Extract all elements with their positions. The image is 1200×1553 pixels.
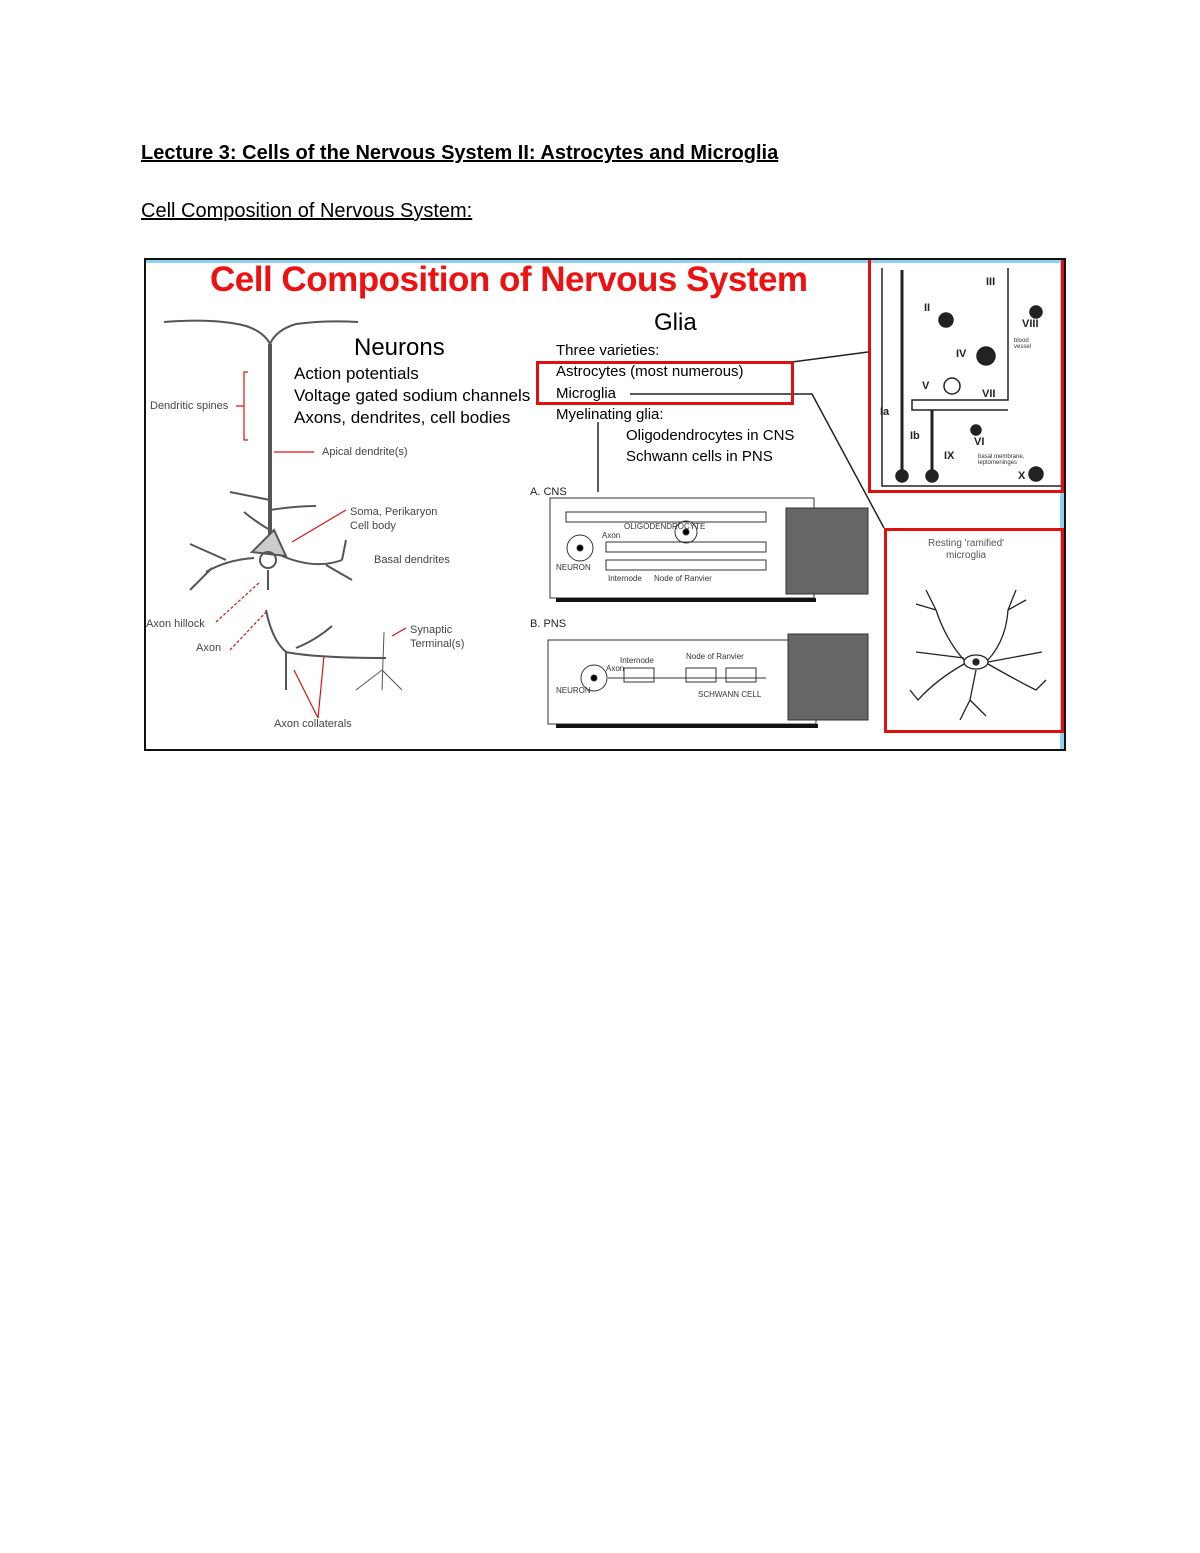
- slide-image: Cell Composition of Nervous System Neuro…: [144, 258, 1066, 751]
- astro-type-iii: III: [986, 276, 996, 288]
- label-axon: Axon: [196, 642, 222, 654]
- astrocyte-drawing: [881, 268, 1064, 487]
- glia-astrocytes: Astrocytes (most numerous): [556, 363, 744, 380]
- astro-type-v: V: [922, 380, 930, 392]
- astro-basal-membrane: basal membrane, leptomeninges: [978, 454, 1025, 466]
- glia-oligodendrocytes: Oligodendrocytes in CNS: [626, 427, 795, 444]
- astro-type-ia: Ia: [880, 406, 890, 418]
- pns-label: B. PNS: [530, 618, 567, 630]
- glia-three-varieties: Three varieties:: [556, 342, 660, 359]
- label-soma: Soma, Perikaryon: [350, 506, 438, 518]
- pns-node-label: Node of Ranvier: [686, 652, 744, 661]
- neurons-heading: Neurons: [354, 334, 445, 361]
- glia-myelinating: Myelinating glia:: [556, 406, 664, 423]
- astro-type-viii: VIII: [1022, 318, 1039, 330]
- cns-axon-label: Axon: [602, 531, 621, 540]
- label-axon-collaterals: Axon collaterals: [274, 718, 352, 730]
- cns-internode-label: Internode: [608, 574, 642, 583]
- astro-type-vi: VI: [974, 436, 985, 448]
- section-heading: Cell Composition of Nervous System:: [141, 200, 473, 222]
- pns-axon-label: Axon: [606, 664, 625, 673]
- astro-type-ib: Ib: [910, 430, 920, 442]
- highlight-box-microglia: [884, 528, 1064, 733]
- pns-diagram: [547, 633, 869, 728]
- slide-illustrations: [163, 268, 1064, 728]
- cns-neuron-label: NEURON: [556, 563, 591, 572]
- astro-blood-vessel: blood vessel: [1014, 338, 1032, 350]
- neuron-annotation-arrows: [215, 371, 407, 719]
- pns-internode-label: Internode: [620, 656, 654, 665]
- label-apical-dendrite: Apical dendrite(s): [322, 446, 408, 458]
- astro-type-ii: II: [924, 302, 931, 314]
- highlight-box-astrocytes: [868, 260, 1064, 493]
- astro-type-ix: IX: [944, 450, 955, 462]
- neuron-point: Voltage gated sodium channels: [294, 386, 531, 405]
- neuron-point: Action potentials: [294, 364, 419, 383]
- neuron-drawing: [163, 319, 403, 691]
- slide-edge: [146, 260, 1064, 263]
- label-basal-dendrites: Basal dendrites: [374, 554, 450, 566]
- cns-oligo-label: OLIGODENDROCYTE: [624, 522, 706, 531]
- astro-type-iv: IV: [956, 348, 967, 360]
- microglia-caption: Resting 'ramified': [928, 538, 1005, 549]
- neuron-point: Axons, dendrites, cell bodies: [294, 408, 511, 427]
- microglia-caption: microglia: [946, 550, 987, 561]
- glia-heading: Glia: [654, 309, 697, 336]
- label-dendritic-spines: Dendritic spines: [150, 400, 229, 412]
- cns-label: A. CNS: [530, 486, 567, 498]
- astro-type-vii: VII: [982, 388, 996, 400]
- label-synaptic: Synaptic: [410, 624, 453, 636]
- label-terminals: Terminal(s): [410, 638, 465, 650]
- document-title: Lecture 3: Cells of the Nervous System I…: [141, 142, 779, 164]
- connector-lines: [597, 351, 885, 529]
- slide-edge: [1060, 260, 1064, 749]
- glia-schwann: Schwann cells in PNS: [626, 448, 773, 465]
- microglia-drawing: [909, 589, 1047, 721]
- cns-diagram: [549, 497, 869, 602]
- highlight-box-astrocytes-microglia: [536, 361, 794, 405]
- label-cell-body: Cell body: [350, 520, 396, 532]
- glia-microglia: Microglia: [556, 385, 617, 402]
- astro-type-x: X: [1018, 470, 1026, 482]
- pns-schwann-label: SCHWANN CELL: [698, 690, 762, 699]
- cns-node-label: Node of Ranvier: [654, 574, 712, 583]
- label-axon-hillock: Axon hillock: [146, 618, 205, 630]
- pns-neuron-label: NEURON: [556, 686, 591, 695]
- slide-title: Cell Composition of Nervous System: [210, 260, 808, 299]
